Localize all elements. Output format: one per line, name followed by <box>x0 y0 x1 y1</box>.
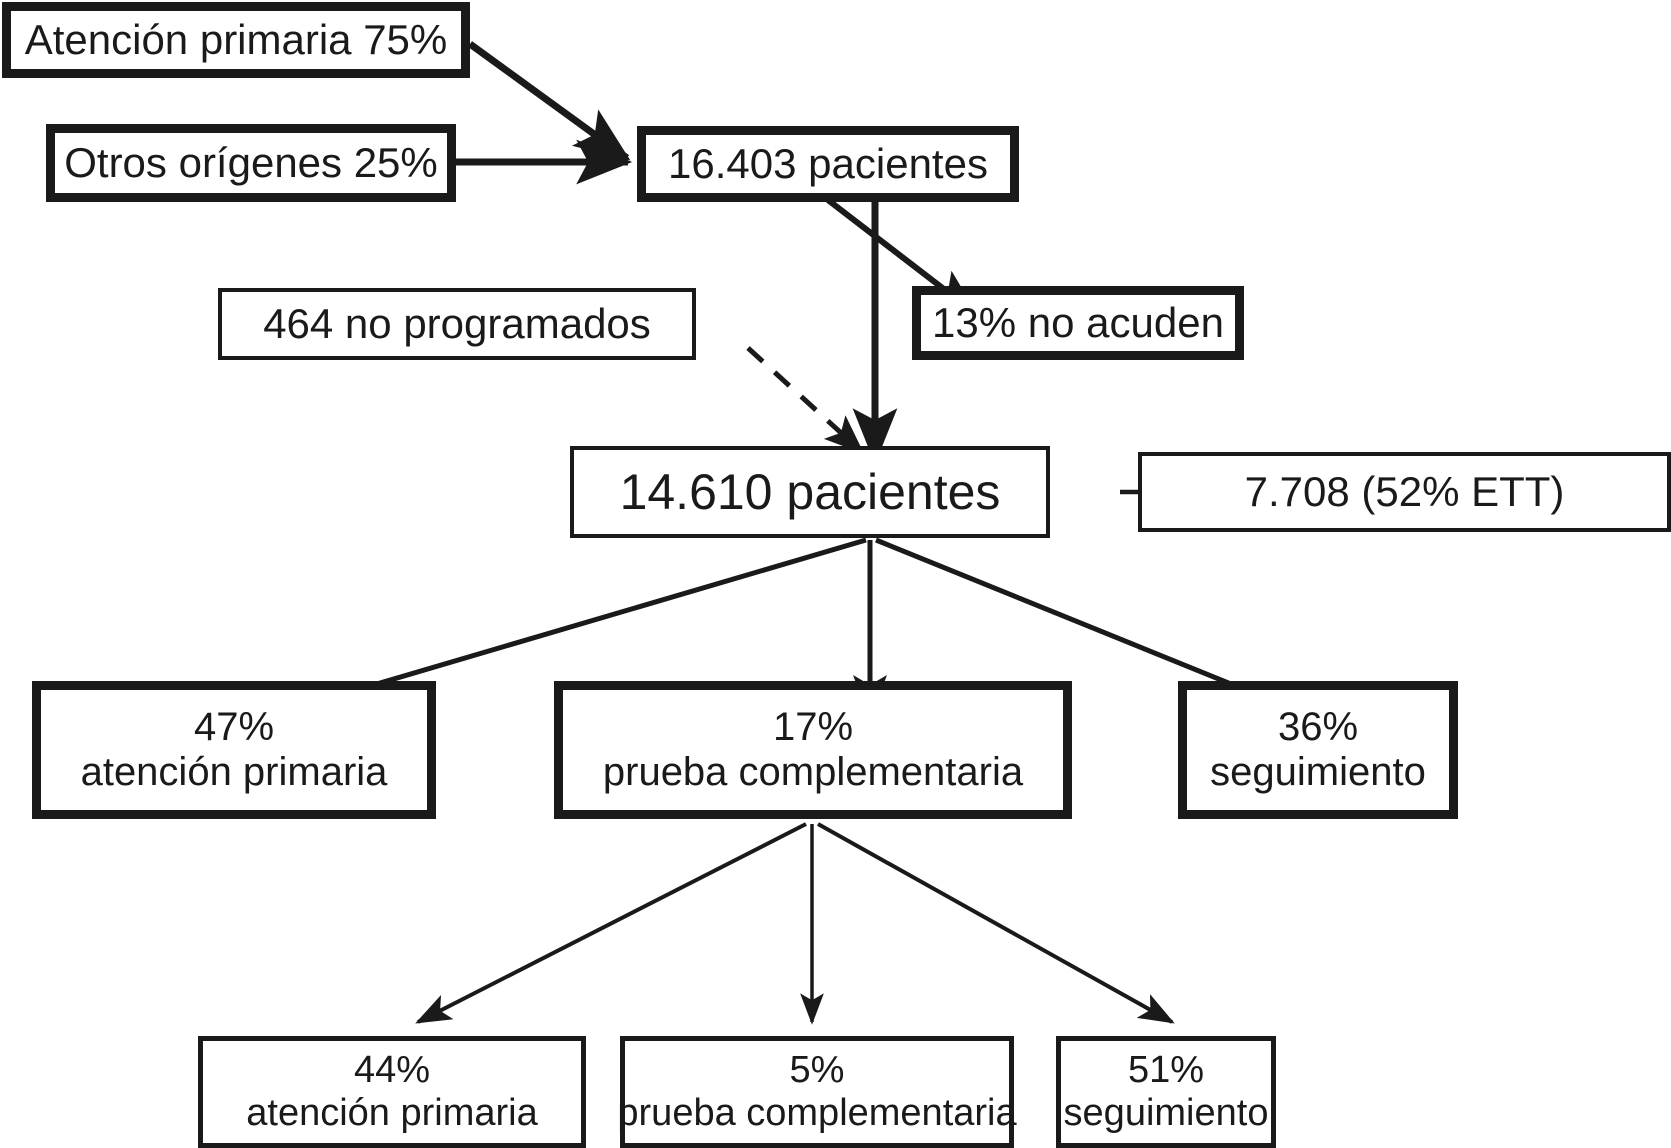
node-label: Atención primaria 75% <box>24 16 448 64</box>
node-label-name: seguimiento <box>1063 1092 1269 1134</box>
node-dest-prueba-complementaria[interactable]: 17% prueba complementaria <box>554 681 1072 819</box>
node-dest-seguimiento[interactable]: 36% seguimiento <box>1178 681 1458 819</box>
node-label-percent: 5% <box>789 1049 845 1092</box>
node-label: 13% no acuden <box>932 299 1224 347</box>
edge-prueba-to-sub-seguimiento <box>817 822 1175 1024</box>
node-label: 464 no programados <box>263 300 651 348</box>
node-sub-prueba-complementaria[interactable]: 5% prueba complementaria <box>617 1036 1017 1148</box>
node-label: 14.610 pacientes <box>619 464 1001 520</box>
node-label-name: atención primaria <box>246 1092 538 1134</box>
node-atencion-primaria-origen[interactable]: Atención primaria 75% <box>2 2 470 78</box>
node-label-percent: 51% <box>1127 1049 1205 1092</box>
node-label: 7.708 (52% ETT) <box>1244 468 1565 516</box>
node-label-percent: 17% <box>772 705 854 750</box>
node-sub-atencion-primaria[interactable]: 44% atención primaria <box>198 1036 586 1148</box>
node-no-acuden[interactable]: 13% no acuden <box>912 286 1244 360</box>
edge-no-programados-to-14610 <box>746 346 865 455</box>
node-label-name: prueba complementaria <box>602 750 1024 794</box>
node-dest-atencion-primaria[interactable]: 47% atención primaria <box>32 681 436 819</box>
edge-prueba-to-sub-atencion-primaria <box>415 822 807 1024</box>
node-label-name: prueba complementaria <box>617 1092 1017 1134</box>
node-ett[interactable]: 7.708 (52% ETT) <box>1138 452 1671 532</box>
node-pacientes-14610[interactable]: 14.610 pacientes <box>570 446 1050 538</box>
node-label-name: seguimiento <box>1210 750 1426 794</box>
edge-atencion-primaria-to-16403 <box>467 41 631 161</box>
node-label: 16.403 pacientes <box>668 140 988 188</box>
node-label-name: atención primaria <box>80 750 388 794</box>
node-label-percent: 44% <box>353 1049 431 1092</box>
node-otros-origenes[interactable]: Otros orígenes 25% <box>46 124 456 202</box>
node-label-percent: 47% <box>193 705 275 750</box>
node-label: Otros orígenes 25% <box>64 139 438 187</box>
node-pacientes-16403[interactable]: 16.403 pacientes <box>637 126 1019 202</box>
node-label-percent: 36% <box>1277 705 1359 750</box>
node-sub-seguimiento[interactable]: 51% seguimiento <box>1056 1036 1276 1148</box>
node-no-programados[interactable]: 464 no programados <box>218 288 696 360</box>
